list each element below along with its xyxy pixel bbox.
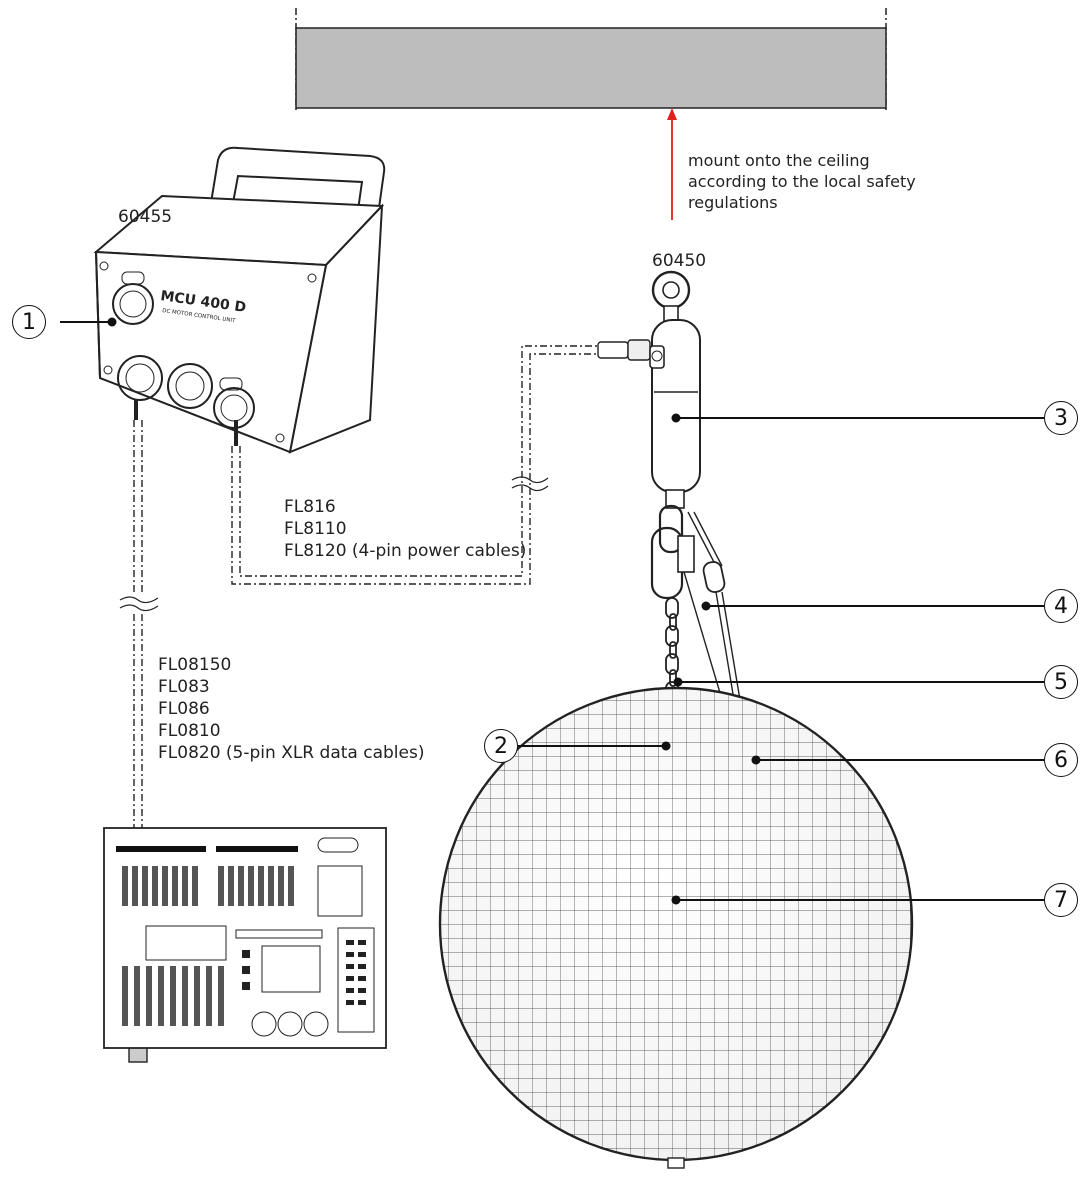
callout-7: 7 [1044, 883, 1078, 917]
callout-3: 3 [1044, 401, 1078, 435]
data-cable-item: FL0810 [158, 721, 221, 741]
data-cable-item: FL0820 (5-pin XLR data cables) [158, 743, 425, 763]
data-cable-item: FL083 [158, 677, 210, 697]
power-cable [231, 339, 651, 585]
mirror-ball [438, 686, 914, 1169]
power-cable-item: FL816 [284, 497, 336, 517]
callout-1: 1 [12, 305, 46, 339]
callout-4: 4 [1044, 589, 1078, 623]
control-unit-code: 60455 [118, 207, 173, 227]
power-cable-item: FL8120 (4-pin power cables) [284, 541, 527, 561]
control-unit: MCU 400 D DC MOTOR CONTROL UNIT [93, 146, 386, 454]
ceiling [295, 8, 887, 110]
leader-dots [107, 317, 761, 905]
motor-code: 60450 [652, 251, 707, 271]
dmx-controller [103, 827, 387, 1049]
data-cable-item: FL086 [158, 699, 210, 719]
data-cable-item: FL08150 [158, 655, 232, 675]
callout-6: 6 [1044, 743, 1078, 777]
mount-arrow [667, 108, 677, 220]
motor [649, 270, 701, 509]
callout-2: 2 [484, 729, 518, 763]
data-cable-list: FL08150 FL083 FL086 FL0810 FL0820 (5-pin… [158, 654, 424, 764]
leader-lines [60, 321, 1044, 901]
power-cable-item: FL8110 [284, 519, 347, 539]
callout-5: 5 [1044, 665, 1078, 699]
power-cable-list: FL816 FL8110 FL8120 (4-pin power cables) [284, 496, 526, 562]
ceiling-mount-note: mount onto the ceiling according to the … [688, 151, 916, 212]
